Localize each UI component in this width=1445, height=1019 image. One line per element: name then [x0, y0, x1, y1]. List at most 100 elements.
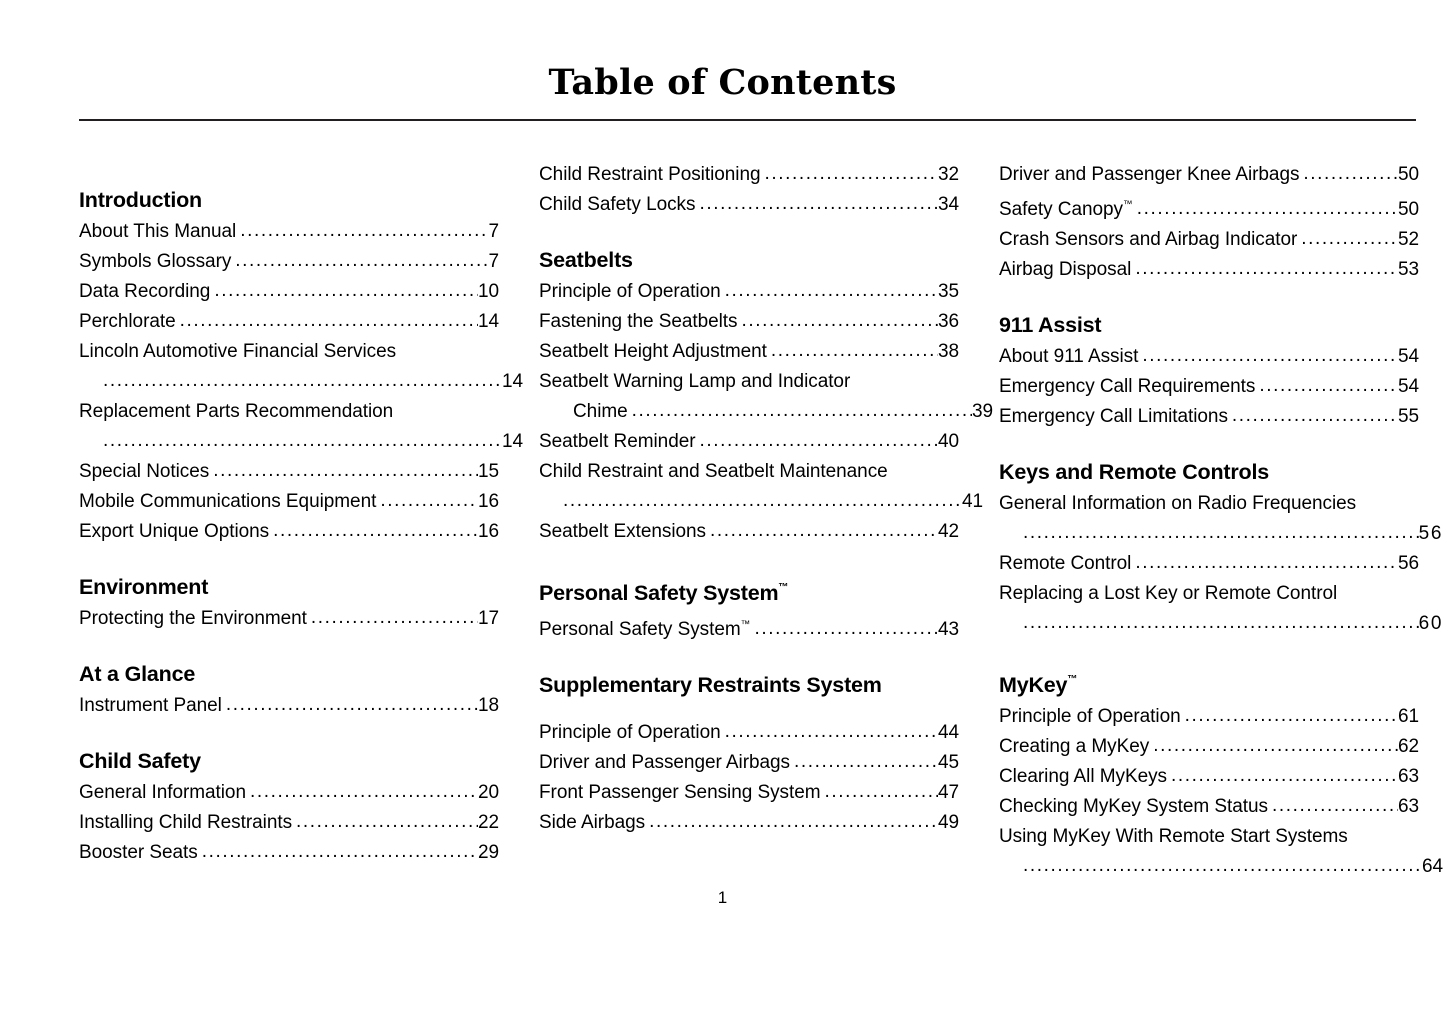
toc-entry[interactable]: Booster Seats29: [79, 838, 499, 868]
entry-label: Protecting the Environment: [79, 608, 307, 629]
entry-label: Crash Sensors and Airbag Indicator: [999, 229, 1298, 250]
toc-entry[interactable]: Replacing a Lost Key or Remote Control60: [999, 579, 1441, 639]
toc-entry[interactable]: Seatbelt Extensions42: [539, 517, 959, 547]
entry-page-number: 50: [1397, 199, 1419, 220]
toc-entry[interactable]: General Information20: [79, 778, 499, 808]
toc-entry[interactable]: Lincoln Automotive Financial Services14: [79, 337, 523, 397]
toc-entry[interactable]: Data Recording10: [79, 277, 499, 307]
entry-page-number: 42: [937, 521, 959, 542]
toc-entry[interactable]: Front Passenger Sensing System47: [539, 778, 959, 808]
toc-column-2: Child Restraint Positioning32Child Safet…: [539, 160, 993, 882]
entry-label: Emergency Call Requirements: [999, 376, 1256, 397]
entry-label: Principle of Operation: [539, 281, 721, 302]
dot-leader: [794, 747, 938, 777]
toc-entry[interactable]: Seatbelt Height Adjustment38: [539, 337, 959, 367]
entry-label: Replacement Parts Recommendation: [79, 401, 394, 422]
entry-label: Child Restraint and Seatbelt Maintenance: [539, 461, 888, 482]
toc-entry[interactable]: General Information on Radio Frequencies…: [999, 489, 1441, 549]
toc-entry[interactable]: About 911 Assist54: [999, 342, 1419, 372]
entry-page-number: 63: [1397, 766, 1419, 787]
dot-leader: [825, 777, 938, 807]
dot-leader: [699, 189, 937, 219]
toc-entry[interactable]: Creating a MyKey62: [999, 732, 1419, 762]
dot-leader: [771, 336, 938, 366]
entry-page-number: 62: [1397, 736, 1419, 757]
dot-leader: [1153, 731, 1398, 761]
entry-page-number: 52: [1397, 229, 1419, 250]
toc-entry[interactable]: Clearing All MyKeys 63: [999, 762, 1419, 792]
entry-page-number: 44: [937, 722, 959, 743]
toc-entry[interactable]: Using MyKey With Remote Start Systems64: [999, 822, 1443, 882]
toc-entry[interactable]: Emergency Call Limitations55: [999, 402, 1419, 432]
toc-entry[interactable]: Seatbelt Reminder40: [539, 427, 959, 457]
entry-label: Symbols Glossary: [79, 251, 232, 272]
entry-label: General Information: [79, 782, 246, 803]
dot-leader: [103, 426, 502, 456]
toc-entry[interactable]: Safety Canopy™50: [999, 190, 1419, 225]
entry-label: Remote Control: [999, 553, 1132, 574]
entry-label: Booster Seats: [79, 842, 198, 863]
dot-leader: [202, 837, 478, 867]
toc-entry[interactable]: Principle of Operation44: [539, 718, 959, 748]
page-folio: 1: [717, 888, 728, 907]
toc-entry[interactable]: Special Notices15: [79, 457, 499, 487]
toc-entry[interactable]: Child Safety Locks34: [539, 190, 959, 220]
section-heading: Keys and Remote Controls: [999, 460, 1269, 484]
entry-page-number: 16: [477, 521, 499, 542]
toc-entry[interactable]: Child Restraint Positioning32: [539, 160, 959, 190]
entry-page-number: 35: [937, 281, 959, 302]
toc-entry[interactable]: Remote Control56: [999, 549, 1419, 579]
toc-entry[interactable]: Replacement Parts Recommendation14: [79, 397, 523, 457]
toc-entry[interactable]: Principle of Operation61: [999, 702, 1419, 732]
entry-page-number: 34: [937, 194, 959, 215]
entry-label: Perchlorate: [79, 311, 176, 332]
entry-label: Seatbelt Warning Lamp and Indicator: [539, 371, 851, 392]
section-heading: At a Glance: [79, 662, 196, 686]
toc-entry[interactable]: Side Airbags49: [539, 808, 959, 838]
entry-page-number: 64: [1421, 856, 1443, 877]
dot-leader: [700, 426, 938, 456]
toc-entry[interactable]: Driver and Passenger Knee Airbags50: [999, 160, 1419, 190]
toc-entry[interactable]: Personal Safety System™43: [539, 610, 959, 645]
entry-page-number: 53: [1397, 259, 1419, 280]
toc-entry[interactable]: Installing Child Restraints22: [79, 808, 499, 838]
toc-entry[interactable]: Export Unique Options 16: [79, 517, 499, 547]
entry-page-number: 10: [477, 281, 499, 302]
entry-label: Driver and Passenger Knee Airbags: [999, 164, 1300, 185]
entry-label: Principle of Operation: [999, 706, 1181, 727]
toc-entry[interactable]: Child Restraint and Seatbelt Maintenance…: [539, 457, 983, 517]
toc-entry[interactable]: Emergency Call Requirements54: [999, 372, 1419, 402]
entry-label: Instrument Panel: [79, 695, 222, 716]
trademark-icon: ™: [1122, 199, 1133, 210]
toc-entry[interactable]: Checking MyKey System Status63: [999, 792, 1419, 822]
toc-entry[interactable]: Principle of Operation 35: [539, 277, 959, 307]
entry-label: Clearing All MyKeys: [999, 766, 1167, 787]
toc-entry[interactable]: Airbag Disposal53: [999, 255, 1419, 285]
entry-label: Front Passenger Sensing System: [539, 782, 821, 803]
dot-leader: [214, 276, 478, 306]
entry-label: Emergency Call Limitations: [999, 406, 1228, 427]
dot-leader: [1023, 518, 1419, 548]
entry-page-number: 15: [477, 461, 499, 482]
toc-entry[interactable]: Crash Sensors and Airbag Indicator 52: [999, 225, 1419, 255]
toc-entry[interactable]: Mobile Communications Equipment16: [79, 487, 499, 517]
entry-page-number: 36: [937, 311, 959, 332]
toc-entry[interactable]: Perchlorate14: [79, 307, 499, 337]
entry-page-number: 56: [1418, 523, 1443, 544]
dot-leader: [754, 614, 937, 644]
toc-entry[interactable]: Symbols Glossary7: [79, 247, 499, 277]
section-heading: Environment: [79, 575, 209, 599]
entry-page-number: 7: [488, 221, 499, 242]
section-heading: Seatbelts: [539, 248, 633, 272]
toc-entry[interactable]: Fastening the Seatbelts36: [539, 307, 959, 337]
entry-label: Export Unique Options: [79, 521, 270, 542]
toc-entry[interactable]: Instrument Panel18: [79, 691, 499, 721]
entry-label: About This Manual: [79, 221, 237, 242]
toc-entry[interactable]: Driver and Passenger Airbags45: [539, 748, 959, 778]
toc-entry[interactable]: Protecting the Environment17: [79, 604, 499, 634]
toc-entry[interactable]: About This Manual 7: [79, 217, 499, 247]
dot-leader: [1259, 371, 1398, 401]
entry-page-number: 49: [937, 812, 959, 833]
